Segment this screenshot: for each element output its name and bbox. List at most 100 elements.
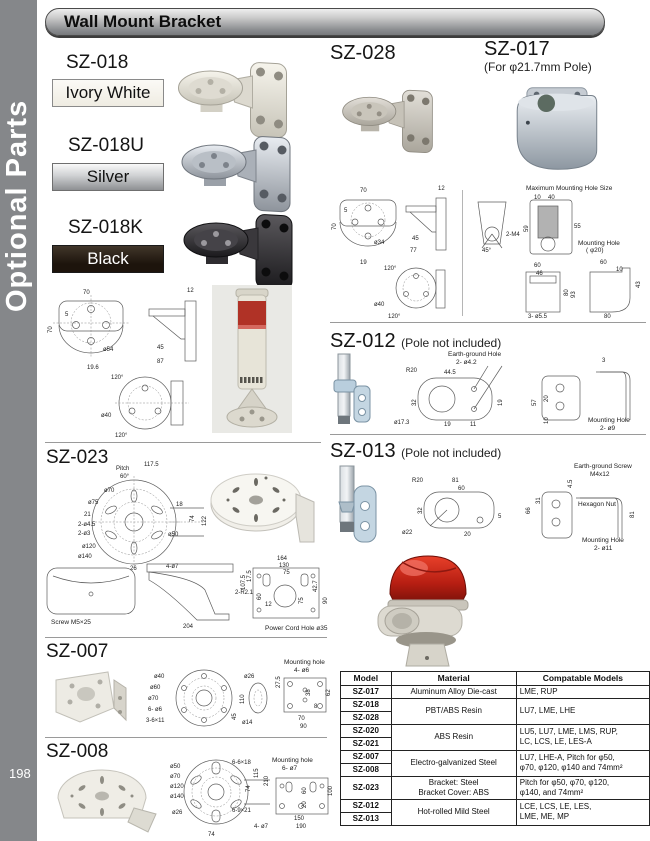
table-row: SZ-017 Aluminum Alloy Die-cast LME, RUP — [340, 684, 650, 699]
drawing-note: Earth-ground Hole — [448, 351, 502, 358]
section-divider — [330, 322, 646, 323]
dimension-label: 5 — [344, 208, 348, 214]
dimension-label: 57 — [532, 399, 538, 406]
dimension-label: ø140 — [78, 554, 92, 560]
material-cell: ABS Resin — [390, 723, 517, 751]
sz012-product-photo — [330, 352, 382, 433]
sz018u-title: SZ-018U — [68, 135, 145, 156]
model-cell: SZ-013 — [340, 811, 392, 826]
dimension-label: 60° — [120, 474, 130, 480]
dimension-label: 120° — [111, 375, 124, 381]
material-cell: Aluminum Alloy Die-cast — [390, 684, 517, 699]
compatibility-table: Model Material Compatable Models SZ-017 … — [340, 671, 650, 826]
dimension-label: 164 — [277, 556, 288, 562]
dimension-label: 32 — [418, 507, 424, 514]
dimension-label: 20 — [544, 395, 550, 402]
dimension-label: 93 — [571, 291, 577, 298]
dimension-label: R20 — [412, 478, 424, 484]
drawing-note: Mounting Hole — [582, 537, 624, 544]
dimension-label: ø22 — [402, 530, 413, 536]
section-divider — [45, 737, 327, 738]
dimension-label: 43 — [636, 281, 642, 288]
dimension-label: 117.5 — [144, 462, 159, 468]
sz018k-title: SZ-018K — [68, 217, 143, 238]
dimension-label: 32 — [412, 399, 418, 406]
dimension-label: ø34 — [374, 240, 385, 246]
dimension-label: 70 — [298, 716, 305, 722]
dimension-label: 130 — [279, 563, 290, 569]
dimension-label: 120° — [388, 314, 401, 320]
sz007-product-photo — [50, 668, 142, 735]
sz012-code: SZ-012 — [330, 330, 396, 352]
dimension-label: 12 — [265, 602, 272, 608]
sz013-code: SZ-013 — [330, 440, 396, 462]
dimension-label: 10 — [544, 417, 550, 424]
table-row: SZ-013 — [340, 811, 650, 826]
dimension-label: 3-6×11 — [146, 718, 165, 724]
drawing-note: 6- ø7 — [282, 765, 298, 772]
section-divider — [330, 434, 646, 435]
dimension-label: 42.7 — [313, 580, 319, 592]
drawing-note: Mounting Hole — [588, 417, 630, 424]
dimension-label: 19 — [498, 399, 504, 406]
sz013-title: SZ-013 (Pole not included) — [330, 440, 501, 463]
dimension-label: 81 — [630, 511, 636, 518]
dimension-label: 90 — [300, 724, 307, 730]
sz023-product-photo — [208, 468, 320, 553]
sz007-title: SZ-007 — [46, 641, 109, 662]
dimension-label: ø26 — [172, 810, 183, 816]
dimension-label: 46 — [536, 271, 543, 277]
dimension-label: 2-R2.1 — [235, 590, 254, 596]
dimension-label: 59 — [524, 225, 530, 232]
dimension-label: ø120 — [82, 544, 96, 550]
sidebar: Optional Parts — [0, 0, 37, 841]
dimension-label: Pitch — [116, 466, 130, 472]
dimension-label: 2-ø3 — [78, 531, 91, 537]
dimension-label: ø50 — [170, 764, 181, 770]
dimension-label: ø60 — [150, 685, 161, 691]
dimension-label: 40 — [548, 195, 555, 201]
dimension-label: 120° — [384, 266, 397, 272]
dimension-label: 150 — [294, 816, 305, 822]
model-cell: SZ-028 — [340, 710, 392, 725]
sz013-drawing: R20 81 60 32 ø22 20 5 Earth-ground Screw… — [390, 458, 646, 552]
dimension-label: 115 — [254, 768, 260, 778]
drawing-note: 2- ø11 — [594, 545, 613, 552]
drawing-note: Hexagon Nut — [578, 501, 616, 508]
dimension-label: 20 — [464, 532, 471, 538]
dimension-label: 190 — [296, 824, 307, 830]
sz023-title: SZ-023 — [46, 447, 109, 468]
dimension-label: 75 — [283, 570, 290, 576]
dimension-label: 2-M4 — [506, 232, 520, 238]
table-row: SZ-007 Electro-galvanized Steel LU7, LHE… — [340, 749, 650, 777]
dimension-label: 45° — [482, 248, 492, 254]
dimension-label: ø54 — [103, 347, 114, 353]
drawing-note: 2- ø4.2 — [456, 359, 477, 366]
dimension-label: 38 — [306, 689, 312, 696]
dimension-label: 11 — [470, 422, 477, 428]
dimension-label: 62 — [326, 689, 332, 696]
table-header-row: Model Material Compatable Models — [340, 671, 650, 686]
sz018u-product-photo — [170, 124, 308, 221]
drawing-note: Mounting hole — [284, 659, 325, 666]
model-cell: SZ-007 — [340, 749, 392, 764]
drawing-note: Maximum Mounting Hole Size — [526, 185, 613, 192]
dimension-label: 100 — [328, 785, 334, 796]
col-header-model: Model — [340, 671, 392, 686]
col-header-compat: Compatable Models — [515, 671, 650, 686]
dimension-label: ø120 — [170, 784, 184, 790]
sz008-title: SZ-008 — [46, 741, 109, 762]
sz023-drawing-top: Pitch 60° 117.5 ø70 ø75 21 2-ø4.5 2-ø3 ø… — [78, 460, 210, 572]
material-cell: PBT/ABS Resin — [390, 697, 517, 725]
dimension-label: 21 — [84, 512, 91, 518]
dimension-label: 17.5 — [247, 570, 253, 582]
dimension-label: 19 — [444, 422, 451, 428]
dimension-label: 4.5 — [568, 479, 574, 488]
dimension-label: ø50 — [168, 532, 179, 538]
drawing-note: 2- ø9 — [600, 425, 616, 432]
model-cell: SZ-008 — [340, 762, 392, 777]
sz012-title: SZ-012 (Pole not included) — [330, 330, 501, 353]
sz018k-color-chip: Black — [52, 245, 164, 273]
dimension-label: 70 — [332, 223, 338, 230]
sz008-product-photo — [48, 764, 166, 839]
